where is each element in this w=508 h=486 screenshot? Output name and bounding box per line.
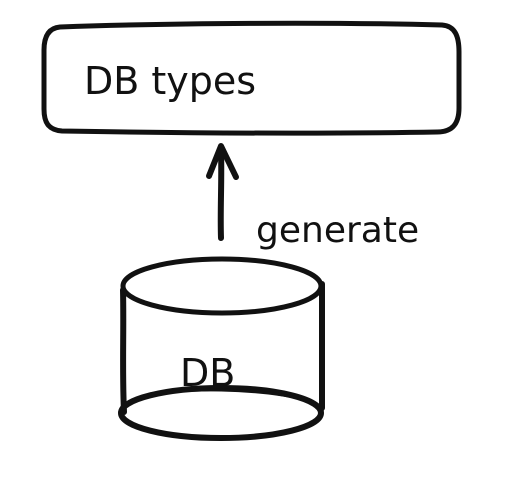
db-types-box-outline xyxy=(41,20,462,136)
arrow-shaft xyxy=(217,147,225,241)
db-bottom-ellipse xyxy=(118,385,324,441)
db-left-side xyxy=(120,287,127,415)
db-label: DB xyxy=(180,351,235,395)
db-bottom-stroke xyxy=(148,388,302,400)
db-types-label: DB types xyxy=(84,59,256,103)
db-types-box: DB types xyxy=(41,20,462,136)
generate-label: generate xyxy=(256,210,419,251)
db-top-ellipse xyxy=(120,256,324,316)
generate-arrow xyxy=(206,143,239,241)
db-cylinder: DB xyxy=(118,256,326,441)
arrow-head xyxy=(206,143,239,180)
